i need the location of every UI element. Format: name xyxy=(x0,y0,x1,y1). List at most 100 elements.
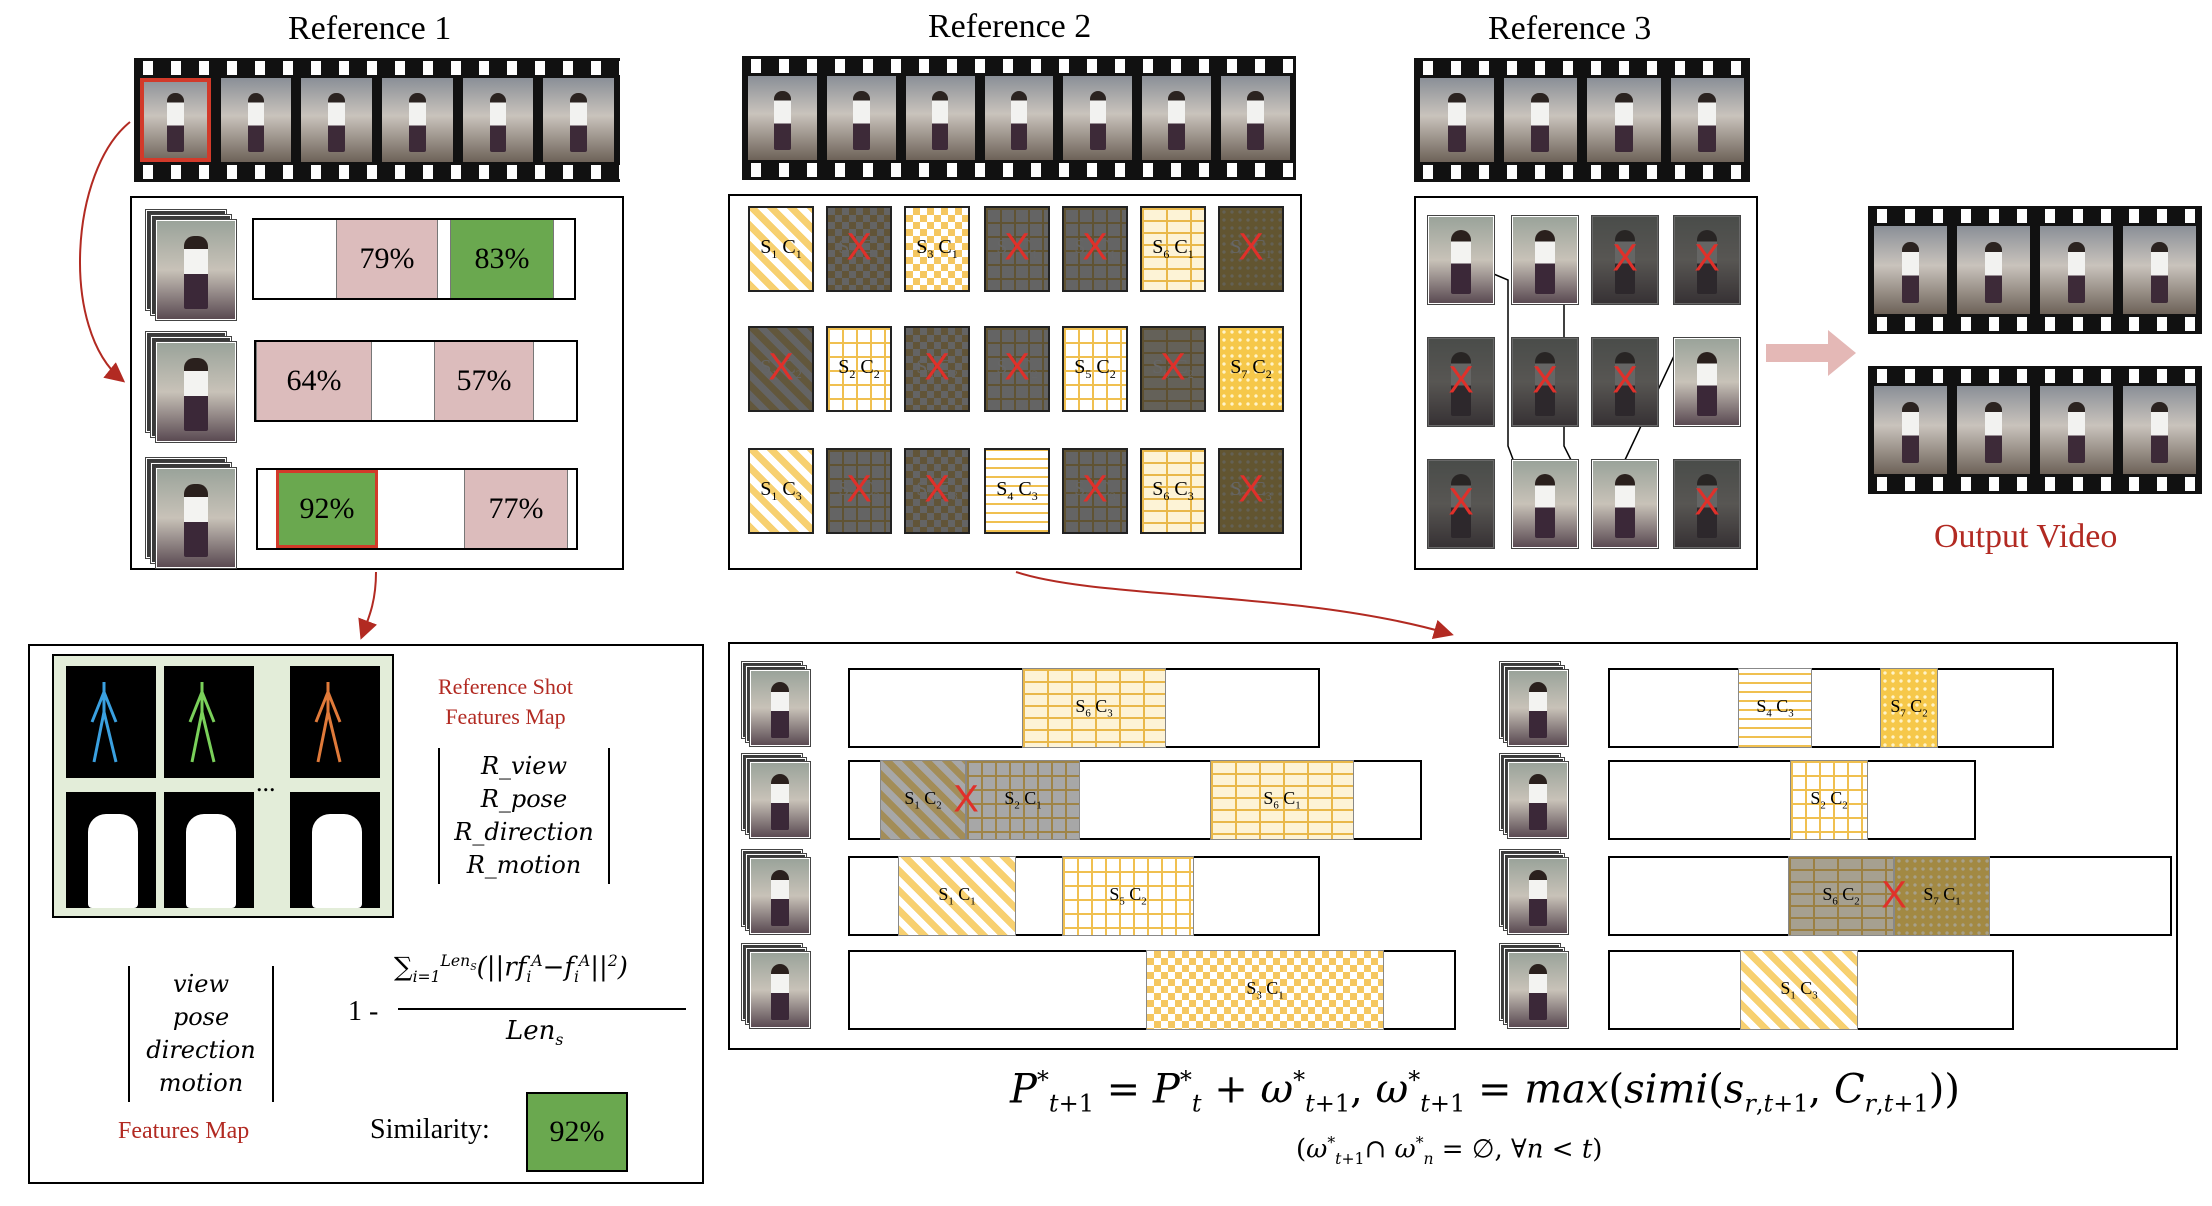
len-subscript: s xyxy=(555,1031,564,1050)
rejected-mark: X xyxy=(768,346,794,389)
rejected-mark: X xyxy=(924,468,950,511)
rejected-mark: X xyxy=(1004,226,1030,269)
candidate-cell: S4 C3 xyxy=(984,448,1050,534)
timeline-segment: S5 C2 xyxy=(1062,856,1194,936)
pose-skeleton-image xyxy=(66,666,156,778)
rejected-mark: X xyxy=(1238,468,1264,511)
vector-entry: pose xyxy=(172,1003,230,1031)
timeline-segment: S2 C2 xyxy=(1790,760,1868,840)
rejected-mark: X xyxy=(1612,359,1638,402)
score-bar-2: 64% 57% xyxy=(254,340,578,422)
candidate-cell: S5 C2 xyxy=(1062,326,1128,412)
similarity-formula-numerator: ∑i=1LenS(||rfiA−fiA||2) xyxy=(394,952,628,986)
rejected-mark: X xyxy=(1694,237,1720,280)
timeline-segment: S7 C1 xyxy=(1894,856,1990,936)
reference-2-filmstrip xyxy=(742,56,1296,180)
rejected-mark: X xyxy=(1082,468,1108,511)
rejected-mark: X xyxy=(1532,359,1558,402)
rejected-mark: X xyxy=(1004,346,1030,389)
vector-entry: R_direction xyxy=(454,818,594,846)
timeline-bar xyxy=(1608,668,2054,748)
rejected-mark: X xyxy=(846,226,872,269)
candidate-cell: S2 C2 xyxy=(826,326,892,412)
selection-constraint: (ω*t+1∩ ω*n = ∅, ∀n < t) xyxy=(1296,1134,1603,1168)
conflict-mark: X xyxy=(953,778,979,821)
rejected-mark: X xyxy=(1238,226,1264,269)
score-cell: 77% xyxy=(464,470,568,548)
fraction-line xyxy=(398,1008,686,1010)
rejected-mark: X xyxy=(1160,346,1186,389)
vector-entry: R_pose xyxy=(480,785,568,813)
rejected-mark: X xyxy=(1082,226,1108,269)
score-cell: 83% xyxy=(450,220,554,298)
timeline-segment: S7 C2 xyxy=(1880,668,1938,748)
reference-shot-features-map-title: Reference Shot Features Map xyxy=(438,672,573,732)
candidate-cell: S6 C3 xyxy=(1140,448,1206,534)
pose-skeleton-image xyxy=(290,666,380,778)
vector-entry: R_view xyxy=(480,752,568,780)
reference-2-title: Reference 2 xyxy=(928,8,1092,45)
features-map-label: Features Map xyxy=(118,1118,250,1144)
vector-entry: view xyxy=(173,970,229,998)
reference-3-filmstrip xyxy=(1414,58,1750,182)
mask-image xyxy=(66,792,156,908)
rejected-mark: X xyxy=(1612,237,1638,280)
vector-entry: R_motion xyxy=(466,851,582,879)
features-map-images: ... xyxy=(52,654,394,918)
reference-1-title: Reference 1 xyxy=(288,10,452,47)
rejected-mark: X xyxy=(1448,359,1474,402)
similarity-formula-denominator: Lens xyxy=(506,1016,563,1049)
rejected-mark: X xyxy=(846,468,872,511)
selection-equation: P*t+1 = P*t + ω*t+1, ω*t+1 = max(simi(sr… xyxy=(1010,1066,1960,1118)
score-cell: 57% xyxy=(434,342,534,420)
reference-feature-vector: R_view R_pose R_direction R_motion xyxy=(438,748,610,884)
skeleton-strokes xyxy=(90,682,342,763)
timeline-segment: S6 C1 xyxy=(1210,760,1354,840)
timeline-segment: S6 C2 xyxy=(1788,856,1894,936)
vector-entry: motion xyxy=(158,1069,244,1097)
timeline-segment: S1 C3 xyxy=(1740,950,1858,1030)
candidate-cell: S3 C1 xyxy=(904,206,970,292)
output-video-label: Output Video xyxy=(1934,518,2118,555)
timeline-segment: S3 C1 xyxy=(1146,950,1384,1030)
output-filmstrip-2 xyxy=(1868,366,2202,494)
conflict-mark: X xyxy=(1881,874,1907,917)
arrow-to-output xyxy=(1766,330,1856,376)
candidate-cell: S6 C1 xyxy=(1140,206,1206,292)
title-line-2: Features Map xyxy=(445,704,566,729)
timeline-segment: S4 C3 xyxy=(1738,668,1812,748)
title-line-1: Reference Shot xyxy=(438,674,573,699)
one-minus: 1 - xyxy=(348,996,379,1027)
rejected-mark: X xyxy=(924,346,950,389)
candidate-cell: S1 C1 xyxy=(748,206,814,292)
similarity-value: 92% xyxy=(526,1092,628,1172)
mask-image xyxy=(290,792,380,908)
reference-1-filmstrip xyxy=(134,58,620,182)
rejected-mark: X xyxy=(1694,481,1720,524)
timeline-segment: S1 C2 xyxy=(880,760,966,840)
timeline-segment: S2 C1 xyxy=(966,760,1080,840)
vector-entry: direction xyxy=(146,1036,256,1064)
rejected-mark: X xyxy=(1448,481,1474,524)
score-cell-best: 92% xyxy=(276,470,378,548)
len-text: Len xyxy=(506,1016,556,1046)
similarity-label: Similarity: xyxy=(370,1114,490,1145)
timeline-segment: S6 C3 xyxy=(1022,668,1166,748)
candidate-cell: S7 C2 xyxy=(1218,326,1284,412)
ellipsis: ... xyxy=(256,768,276,797)
pose-skeleton-image xyxy=(164,666,254,778)
candidate-cell: S1 C3 xyxy=(748,448,814,534)
reference-3-title: Reference 3 xyxy=(1488,10,1652,47)
score-cell: 79% xyxy=(336,220,438,298)
score-bar-1: 79% 83% xyxy=(252,218,576,300)
